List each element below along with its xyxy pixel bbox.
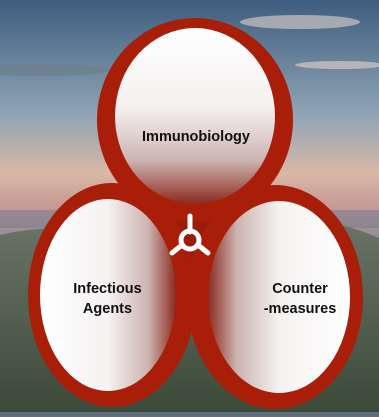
circle-infectious-agents bbox=[28, 183, 196, 407]
biohazard-icon bbox=[169, 213, 211, 256]
label-immunobiology: Immunobiology bbox=[142, 129, 250, 145]
label-infectious-line1: Infectious bbox=[73, 281, 142, 297]
label-countermeasures: Counter -measures bbox=[240, 280, 360, 319]
label-counter-line2: -measures bbox=[263, 300, 337, 317]
label-counter-line1: Counter bbox=[272, 281, 328, 297]
label-infectious-line2: Agents bbox=[82, 300, 133, 317]
circle-countermeasures bbox=[187, 185, 363, 409]
label-infectious-agents: Infectious Agents bbox=[50, 280, 165, 319]
circle-immunobiology bbox=[97, 18, 293, 222]
